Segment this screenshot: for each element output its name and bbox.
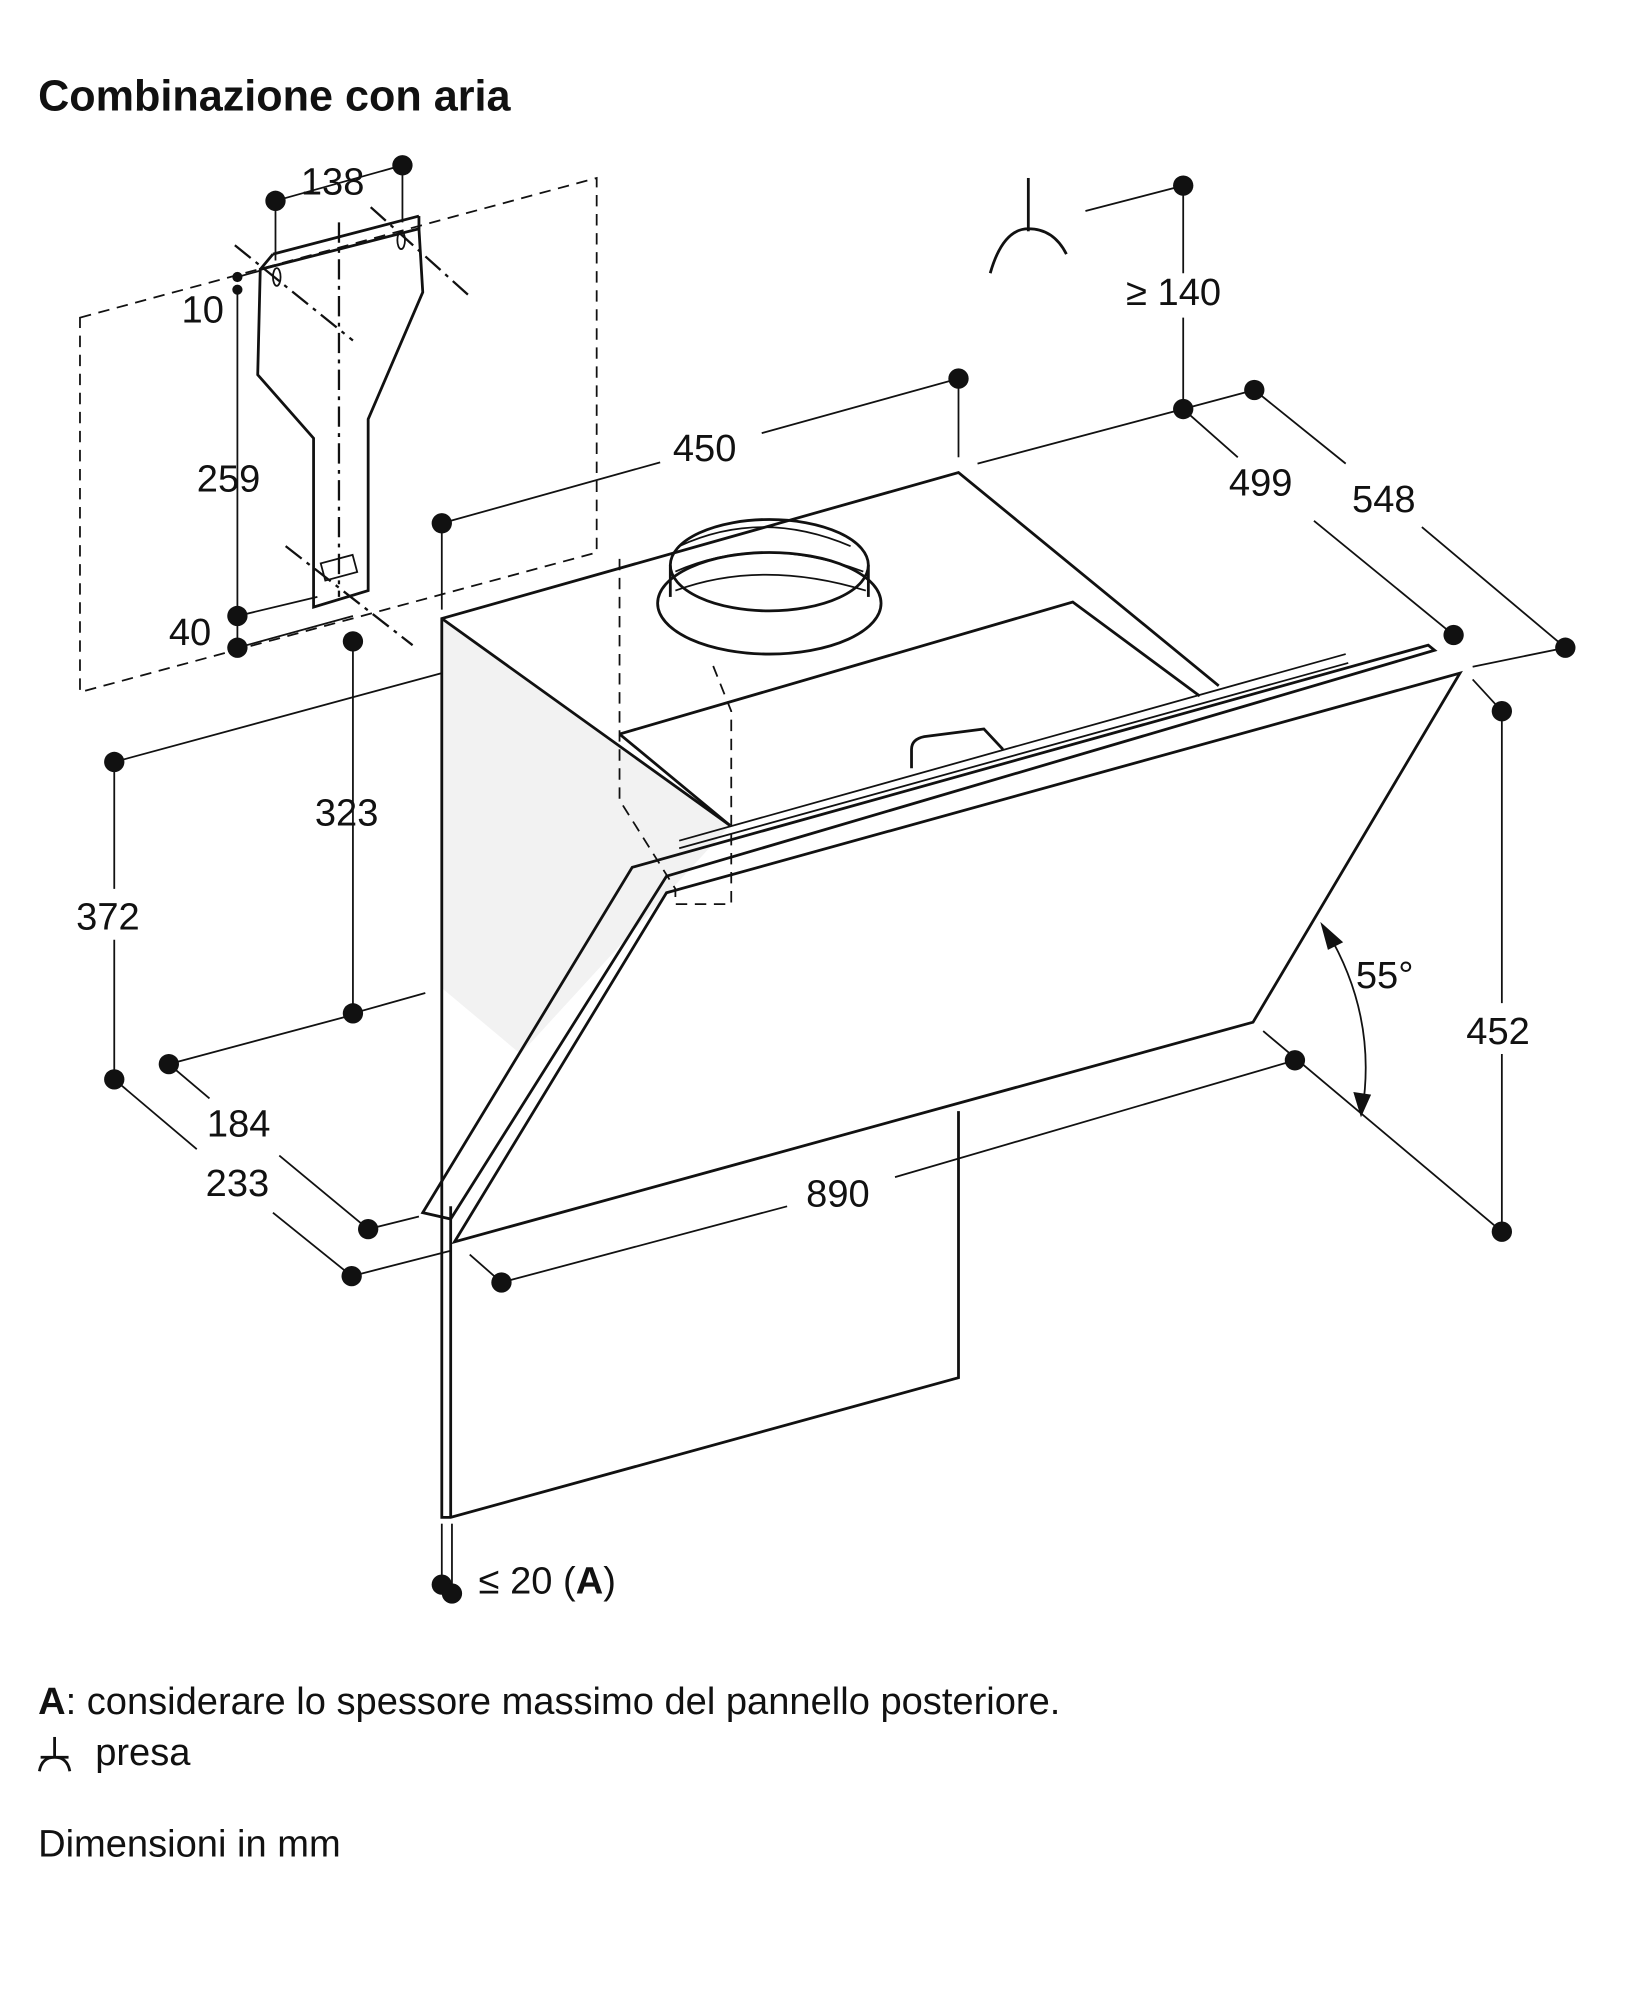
dim-890: 890 — [806, 1173, 870, 1215]
dim-452: 452 — [1466, 1011, 1530, 1053]
units-note: Dimensioni in mm — [38, 1823, 341, 1865]
dimension-points — [104, 155, 1576, 1604]
dim-angle-55: 55° — [1356, 955, 1414, 997]
dim-138: 138 — [301, 161, 365, 203]
dimension-lines — [113, 164, 1566, 1594]
dim-40: 40 — [169, 612, 211, 654]
dim-323: 323 — [315, 792, 379, 834]
dim-233: 233 — [206, 1163, 270, 1205]
legend-a: A: considerare lo spessore massimo del p… — [38, 1681, 1060, 1723]
fan-collar — [656, 551, 883, 656]
mounting-area-outline — [79, 176, 598, 694]
socket-icon — [988, 177, 1068, 274]
dim-372: 372 — [76, 897, 140, 939]
dim-259: 259 — [197, 459, 261, 501]
dim-socket-140: ≥ 140 — [1126, 272, 1221, 314]
bracket-shape — [256, 226, 425, 609]
legend-socket-icon — [37, 1736, 72, 1772]
legend: A: considerare lo spessore massimo del p… — [37, 1681, 1060, 1865]
legend-socket-text: presa — [95, 1732, 191, 1774]
dim-10: 10 — [182, 290, 224, 332]
hood-body — [420, 470, 1463, 1519]
wall-bracket — [79, 176, 598, 694]
dimension-labels: 138 10 259 40 323 450 ≥ 140 499 548 55° … — [76, 161, 1530, 1602]
dim-back-panel: ≤ 20 (A) — [479, 1561, 616, 1603]
glass-panel — [451, 670, 1463, 1245]
dim-450: 450 — [673, 428, 737, 470]
dim-548: 548 — [1352, 479, 1416, 521]
page-title: Combinazione con aria — [38, 73, 511, 121]
dim-184: 184 — [207, 1103, 271, 1145]
dim-499: 499 — [1229, 462, 1293, 504]
